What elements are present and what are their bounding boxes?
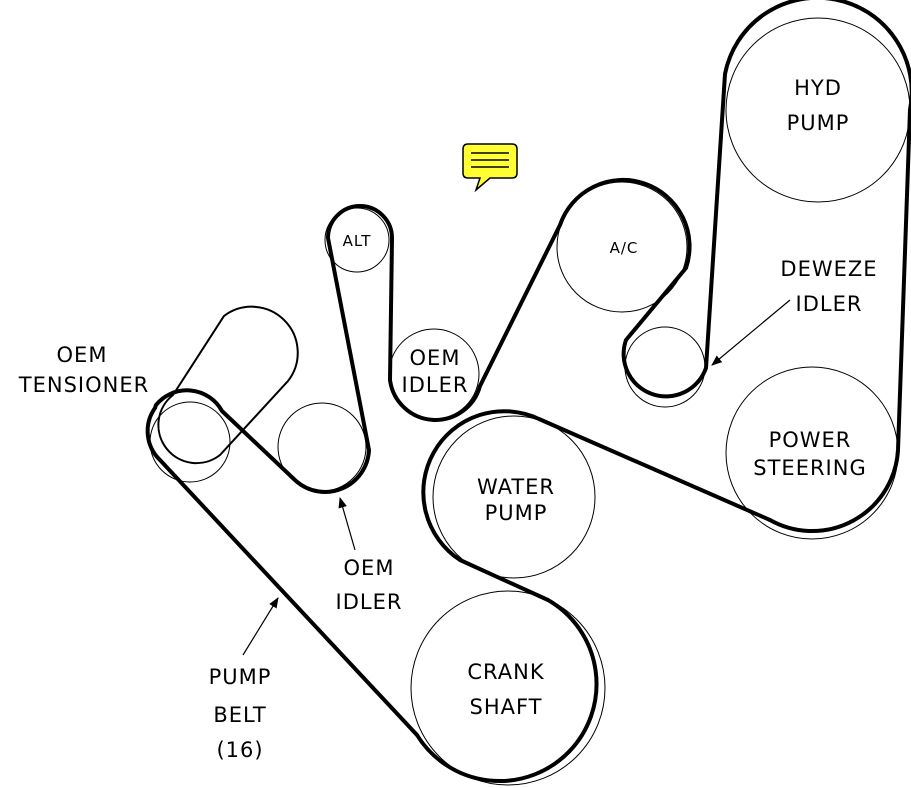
alt-label: ALT: [343, 232, 372, 250]
svg-text:PUMP: PUMP: [485, 501, 548, 525]
svg-text:IDLER: IDLER: [796, 292, 863, 316]
svg-text:CRANK: CRANK: [467, 660, 544, 684]
ac-pulley: [556, 181, 688, 313]
svg-text:DEWEZE: DEWEZE: [780, 257, 877, 281]
svg-text:OEM: OEM: [410, 346, 461, 370]
oem-tensioner-label: OEM TENSIONER: [18, 343, 149, 397]
hyd-pump-pulley: [725, 17, 911, 203]
svg-text:STEERING: STEERING: [753, 456, 866, 480]
comment-note-icon[interactable]: [462, 143, 518, 193]
deweze-idler-leader: [711, 299, 791, 366]
water-pump-label: WATER PUMP: [477, 475, 555, 525]
svg-text:POWER: POWER: [769, 428, 852, 452]
svg-text:(16): (16): [216, 738, 263, 762]
svg-text:PUMP: PUMP: [209, 665, 272, 689]
oem-idler-top-label: OEM IDLER: [402, 346, 469, 397]
svg-text:PUMP: PUMP: [787, 111, 850, 135]
water-pump-pulley: [432, 415, 596, 579]
oem-idler-bottom-leader: [338, 496, 356, 551]
hyd-pump-label: HYD PUMP: [787, 76, 850, 135]
ac-label: A/C: [610, 239, 639, 257]
oem-idler-bottom-label: OEM IDLER: [336, 556, 403, 614]
svg-text:BELT: BELT: [213, 703, 266, 727]
svg-text:HYD: HYD: [794, 76, 842, 100]
svg-text:WATER: WATER: [477, 475, 555, 499]
pump-belt-leader: [242, 597, 279, 656]
crank-shaft-label: CRANK SHAFT: [467, 660, 544, 719]
power-steering-label: POWER STEERING: [753, 428, 866, 480]
svg-text:IDLER: IDLER: [336, 590, 403, 614]
svg-text:OEM: OEM: [344, 556, 395, 580]
svg-text:SHAFT: SHAFT: [469, 695, 542, 719]
pump-belt: [145, 0, 911, 784]
svg-text:IDLER: IDLER: [402, 373, 469, 397]
svg-text:OEM: OEM: [57, 343, 108, 367]
tensioner-arm: [157, 305, 299, 465]
svg-text:TENSIONER: TENSIONER: [18, 373, 149, 397]
deweze-idler-label: DEWEZE IDLER: [780, 257, 877, 316]
crank-shaft-pulley: [410, 590, 606, 786]
pump-belt-label: PUMP BELT (16): [209, 665, 272, 762]
